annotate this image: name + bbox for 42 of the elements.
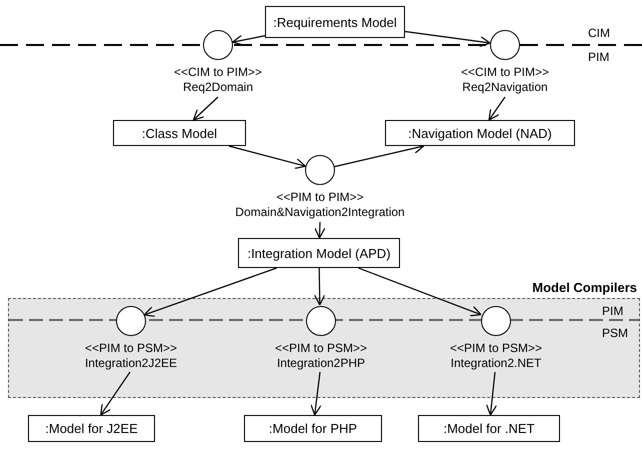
- transformation-circle: [305, 155, 335, 185]
- model-box: :Integration Model (APD): [238, 238, 400, 268]
- arrow: [228, 145, 306, 170]
- layer-label: PIM: [602, 304, 624, 318]
- model-box: :Model for PHP: [244, 415, 382, 442]
- stereotype-label: <<PIM to PSM>>: [450, 341, 542, 356]
- region-title: Model Compilers: [532, 280, 637, 295]
- model-box: :Navigation Model (NAD): [385, 120, 575, 146]
- transformation-name: Integration2PHP: [276, 356, 366, 371]
- stereotype-label: <<PIM to PIM>>: [276, 190, 364, 205]
- transformation-circle: [490, 30, 520, 60]
- transformation-name: Req2Navigation: [462, 80, 548, 95]
- layer-label: PIM: [588, 50, 610, 64]
- transformation-circle: [116, 306, 146, 336]
- arrow: [314, 268, 326, 306]
- transformation-circle: [481, 306, 511, 336]
- arrow: [100, 372, 130, 416]
- transformation-name: Domain&Navigation2Integration: [235, 205, 405, 220]
- layer-label: CIM: [588, 26, 610, 40]
- arrow: [488, 96, 506, 121]
- stereotype-label: <<PIM to PSM>>: [84, 341, 178, 356]
- arrow: [232, 34, 266, 46]
- model-box: :Requirements Model: [265, 6, 405, 38]
- transformation-circle: [306, 306, 336, 336]
- arrow: [144, 267, 277, 317]
- stereotype-label: <<CIM to PIM>>: [174, 65, 262, 80]
- layer-label: PSM: [602, 326, 628, 340]
- transformation-name: Integration2.NET: [450, 356, 542, 371]
- arrow: [358, 267, 482, 316]
- model-box: :Model for .NET: [418, 415, 560, 442]
- model-box: :Model for J2EE: [28, 415, 155, 442]
- arrow: [192, 96, 218, 121]
- arrow: [404, 30, 491, 48]
- stereotype-label: <<PIM to PSM>>: [274, 341, 368, 356]
- arrow: [314, 222, 326, 239]
- transformation-name: Integration2J2EE: [84, 356, 178, 371]
- stereotype-label: <<CIM to PIM>>: [460, 65, 550, 80]
- arrow: [486, 372, 498, 416]
- transformation-name: Req2Domain: [182, 80, 254, 95]
- arrow: [310, 372, 322, 416]
- model-box: :Class Model: [113, 120, 246, 146]
- transformation-circle: [203, 30, 233, 60]
